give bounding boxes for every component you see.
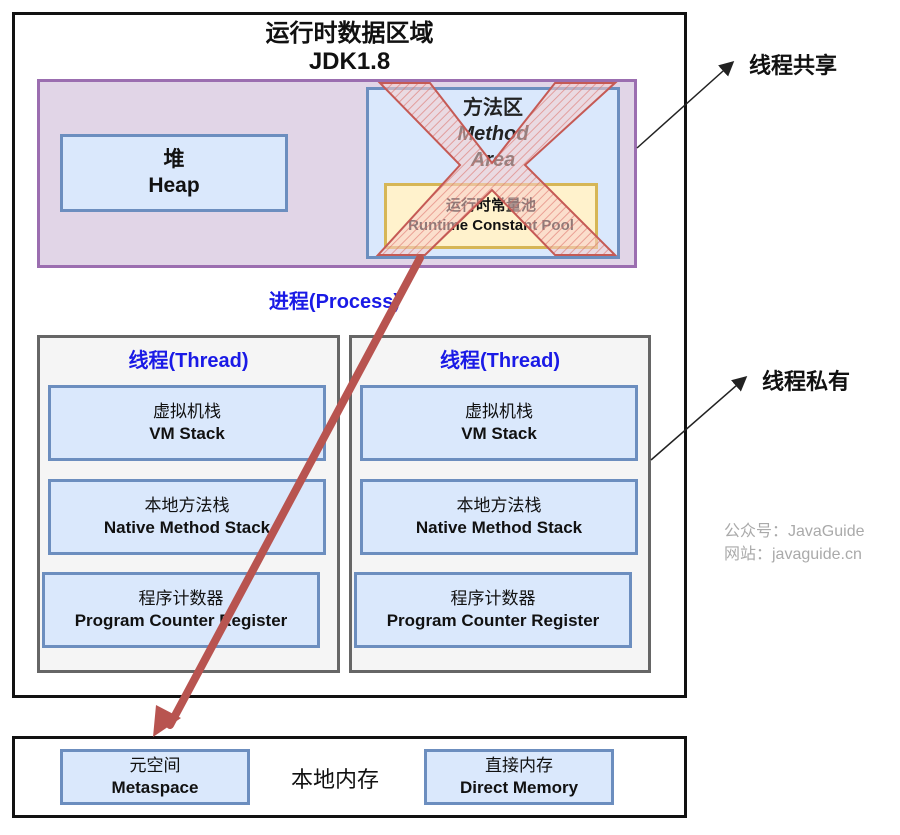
native-method-stack-zh: 本地方法栈 [456,496,542,515]
vm-stack-en: VM Stack [149,424,225,443]
thread-private-pointer [650,376,748,461]
direct-memory-en: Direct Memory [459,778,579,797]
thread-shared-label: 线程共享 [749,53,838,78]
vm-stack-box-2: 虚拟机栈 VM Stack [360,385,638,461]
native-method-stack-en: Native Method Stack [415,518,583,537]
thread-title-1: 线程(Thread) [128,350,249,372]
thread-private-label: 线程私有 [762,369,851,394]
metaspace-zh: 元空间 [129,756,181,775]
program-counter-box-2: 程序计数器 Program Counter Register [354,572,632,648]
migration-arrow-head-icon [153,705,181,737]
vm-stack-box-1: 虚拟机栈 VM Stack [48,385,326,461]
heap-label-en: Heap [148,174,200,197]
migration-arrow-line [166,254,424,729]
native-method-stack-zh: 本地方法栈 [144,496,230,515]
metaspace-en: Metaspace [111,778,199,797]
thread-shared-pointer [636,60,735,149]
vm-stack-zh: 虚拟机栈 [465,402,533,421]
program-counter-zh: 程序计数器 [450,589,536,608]
native-memory-label: 本地内存 [290,767,379,792]
native-method-stack-en: Native Method Stack [103,518,271,537]
thread-title-2: 线程(Thread) [440,350,560,372]
direct-memory-box: 直接内存 Direct Memory [424,749,614,805]
watermark-website: 网站：javaguide.cn [724,546,862,563]
heap-box: 堆 Heap [60,134,288,212]
program-counter-zh: 程序计数器 [138,589,224,608]
metaspace-box: 元空间 Metaspace [60,749,250,805]
removed-cross-icon [375,82,618,256]
vm-stack-en: VM Stack [461,424,537,443]
vm-stack-zh: 虚拟机栈 [153,402,221,421]
program-counter-en: Program Counter Register [386,611,600,630]
runtime-data-area-title: 运行时数据区域 [265,20,434,47]
jdk-version-label: JDK1.8 [308,48,391,75]
heap-label-zh: 堆 [163,148,185,171]
watermark-wechat: 公众号：JavaGuide [724,523,865,540]
direct-memory-zh: 直接内存 [485,756,553,775]
method-area-label-zh: 方法区 [463,97,523,119]
process-label: 进程(Process) [268,291,401,313]
native-method-stack-box-2: 本地方法栈 Native Method Stack [360,479,638,555]
program-counter-box-1: 程序计数器 Program Counter Register [42,572,320,648]
program-counter-en: Program Counter Register [74,611,288,630]
